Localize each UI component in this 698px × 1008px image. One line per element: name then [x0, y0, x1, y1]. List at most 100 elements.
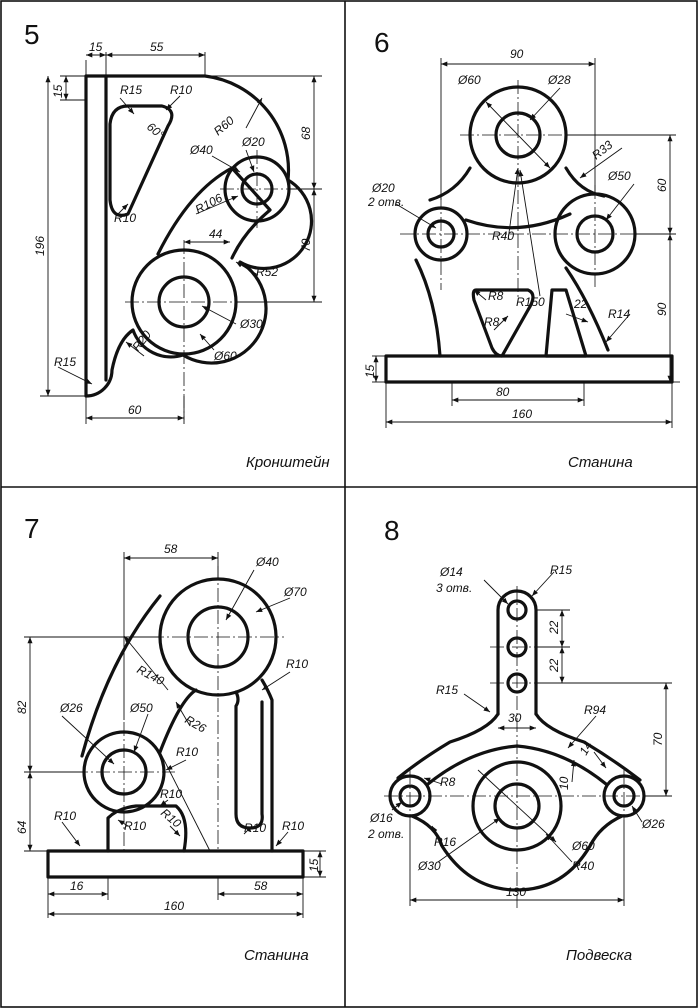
panel-number: 7	[24, 513, 40, 544]
dim-label: 70	[299, 238, 313, 252]
dim-label: 2 отв.	[367, 827, 404, 841]
panel-5: 5 Кронштейн	[24, 19, 330, 471]
dim-label: Ø60	[571, 839, 595, 853]
dim-label: 10	[557, 776, 571, 790]
dim-label: Ø50	[129, 701, 153, 715]
dim-label: R16	[434, 835, 456, 849]
dim-label: 160	[164, 899, 184, 913]
panel-caption: Станина	[568, 454, 633, 471]
dim-label: 60	[655, 178, 669, 192]
dim-label: 14	[576, 739, 595, 758]
dim-label: R33	[589, 138, 615, 163]
panel-number: 8	[384, 515, 400, 546]
centerlines	[400, 80, 650, 300]
dimension-labels: Ø14 3 отв. R15 22 22 R15 30 R94 70 14 R8…	[367, 563, 665, 899]
part-outline	[84, 74, 314, 398]
dim-label: 15	[307, 858, 321, 872]
part-outline	[384, 85, 674, 384]
dim-label: R8	[440, 775, 456, 789]
dimension-lines	[372, 58, 680, 428]
dim-label: R8	[484, 315, 500, 329]
dim-label: R10	[282, 819, 304, 833]
dim-label: 2 отв.	[367, 195, 404, 209]
dim-label: R10	[244, 821, 266, 835]
dim-label: Ø40	[189, 143, 213, 157]
dim-label: Ø30	[239, 317, 263, 331]
dim-label: R94	[584, 703, 606, 717]
panel-number: 6	[374, 27, 390, 58]
dimension-lines	[24, 552, 326, 918]
dim-label: R40	[492, 229, 514, 243]
dim-label: Ø16	[369, 811, 393, 825]
dim-label: R14	[608, 307, 630, 321]
dim-label: 60	[128, 403, 142, 417]
dim-label: 16	[70, 879, 84, 893]
dim-label: 44	[209, 227, 223, 241]
dim-label: Ø70	[283, 585, 307, 599]
dim-label: R15	[54, 355, 76, 369]
centerlines	[74, 566, 284, 851]
dimension-lines	[40, 52, 322, 424]
dim-label: 15	[51, 84, 65, 98]
dim-label: 82	[15, 700, 29, 714]
dim-label: Ø60	[213, 349, 237, 363]
dim-label: R10	[286, 657, 308, 671]
dim-label: 64	[15, 820, 29, 834]
dim-label: 22	[573, 297, 588, 311]
panel-6: 6 Станина	[363, 27, 680, 471]
dim-label: R10	[170, 83, 192, 97]
dim-label: 22	[547, 620, 561, 635]
dim-label: R60	[211, 113, 237, 138]
dim-label: R140	[135, 662, 167, 688]
dim-label: Ø20	[371, 181, 395, 195]
dim-label: Ø20	[241, 135, 265, 149]
dim-label: 80	[496, 385, 510, 399]
dimension-lines	[391, 571, 672, 906]
dim-label: Ø60	[457, 73, 481, 87]
dim-label: Ø26	[641, 817, 665, 831]
panel-8: 8 Подвеска	[367, 515, 672, 964]
panel-caption: Подвеска	[566, 947, 632, 964]
dim-label: R26	[183, 712, 209, 735]
dim-label: R15	[120, 83, 142, 97]
dim-label: R52	[256, 265, 278, 279]
panel-number: 5	[24, 19, 40, 50]
dim-label: R15	[550, 563, 572, 577]
dim-label: 55	[150, 40, 164, 54]
dim-label: 58	[254, 879, 268, 893]
centerlines	[125, 150, 300, 420]
dim-label: 30	[508, 711, 522, 725]
dimension-labels: 58 Ø40 Ø70 R140 R10 82 Ø26 Ø50 R26 R10 R…	[15, 542, 321, 913]
dim-label: R10	[160, 787, 182, 801]
centerlines	[384, 586, 650, 910]
panel-caption: Кронштейн	[246, 454, 330, 471]
panel-7: 7 Станина	[15, 513, 326, 964]
dim-label: 90	[655, 302, 669, 316]
dim-label: R40	[572, 859, 594, 873]
panel-caption: Станина	[244, 947, 309, 964]
dimension-labels: 90 Ø60 Ø28 R33 60 Ø20 2 отв. Ø50 R40 R8 …	[363, 47, 669, 421]
dim-label: 15	[89, 40, 103, 54]
dim-label: Ø30	[417, 859, 441, 873]
dim-label: 196	[33, 236, 47, 256]
dim-label: R10	[54, 809, 76, 823]
dim-label: R10	[176, 745, 198, 759]
dim-label: Ø14	[439, 565, 463, 579]
dim-label: R8	[488, 289, 504, 303]
dim-label: Ø50	[607, 169, 631, 183]
dim-label: Ø40	[255, 555, 279, 569]
dim-label: R150	[516, 295, 545, 309]
dim-label: 130	[506, 885, 526, 899]
dim-label: 160	[512, 407, 532, 421]
dim-label: 68	[299, 126, 313, 140]
dim-label: Ø26	[59, 701, 83, 715]
dim-label: 58	[164, 542, 178, 556]
dim-label: 15	[363, 364, 377, 378]
dim-label: R10	[124, 819, 146, 833]
dim-label: 70	[651, 732, 665, 746]
dim-label: R15	[436, 683, 458, 697]
dim-label: R10	[114, 211, 136, 225]
dim-label: 22	[547, 658, 561, 673]
